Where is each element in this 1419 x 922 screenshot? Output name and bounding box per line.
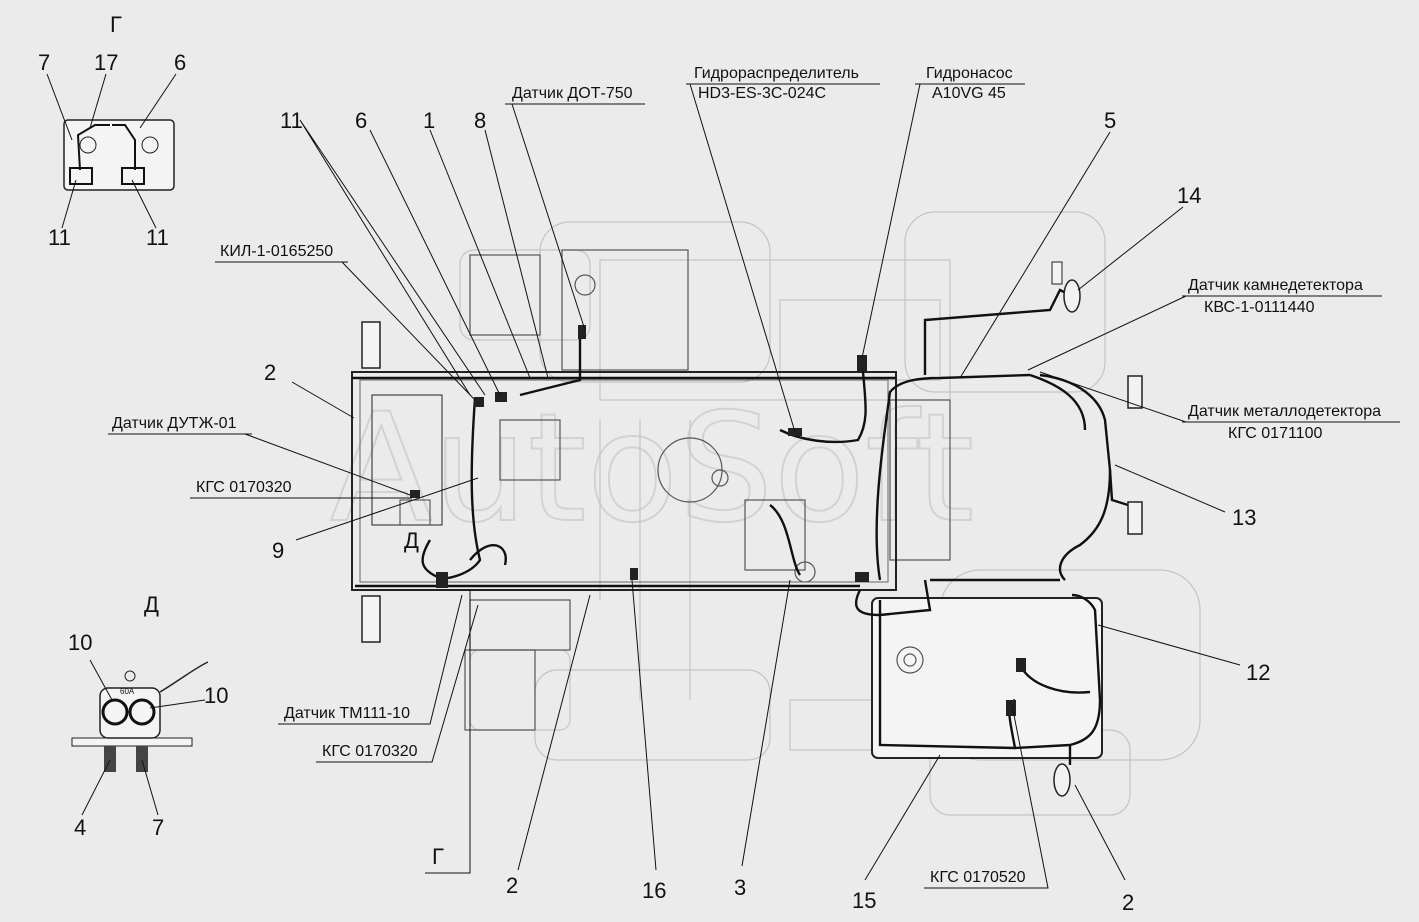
label-hydro-pump-code: A10VG 45 bbox=[932, 85, 1006, 102]
label-hydro-pump: Гидронасос bbox=[926, 65, 1013, 82]
d-label-10b: 10 bbox=[204, 683, 228, 708]
label-kgs-0170520: КГС 0170520 bbox=[930, 869, 1026, 886]
d-label-10a: 10 bbox=[68, 630, 92, 655]
label-metal-detector: Датчик металлодетектора bbox=[1188, 403, 1381, 420]
view-d-title: Д bbox=[144, 592, 159, 617]
watermark: AutoSoft bbox=[330, 382, 974, 556]
label-metal-detector-code: КГС 0171100 bbox=[1228, 425, 1322, 442]
label-kgs-0170320-b: КГС 0170320 bbox=[322, 743, 418, 760]
callout-9: 9 bbox=[272, 538, 284, 563]
callout-8: 8 bbox=[474, 108, 486, 133]
callout-6: 6 bbox=[355, 108, 367, 133]
callout-12: 12 bbox=[1246, 660, 1270, 685]
label-hydro-dist-code: HD3-ES-3C-024C bbox=[698, 85, 826, 102]
detail-view-g: Г 7 17 6 11 11 bbox=[38, 12, 186, 250]
headlamp-14 bbox=[1051, 261, 1081, 313]
g-label-17: 17 bbox=[94, 50, 118, 75]
callout-2-right: 2 bbox=[1122, 890, 1134, 915]
hydraulic-tank-bottom bbox=[464, 599, 571, 731]
callout-2-left: 2 bbox=[264, 360, 276, 385]
callout-5: 5 bbox=[1104, 108, 1116, 133]
text-annotations: Датчик ДОТ-750 Гидрораспределитель HD3-E… bbox=[108, 65, 1400, 889]
label-tm111: Датчик ТМ111-10 bbox=[284, 705, 410, 722]
label-kil: КИЛ-1-0165250 bbox=[220, 243, 333, 260]
callout-2-bottom: 2 bbox=[506, 873, 518, 898]
callout-14: 14 bbox=[1177, 183, 1201, 208]
g-label-7: 7 bbox=[38, 50, 50, 75]
rear-lamps-13 bbox=[1127, 375, 1143, 535]
cab-floor bbox=[871, 597, 1103, 759]
fuse-rating: 60A bbox=[120, 687, 135, 696]
label-stone-detector-code: КВС-1-0111440 bbox=[1204, 299, 1315, 316]
callout-1: 1 bbox=[423, 108, 435, 133]
label-stone-detector: Датчик камнедетектора bbox=[1188, 277, 1363, 294]
callout-16: 16 bbox=[642, 878, 666, 903]
callout-3: 3 bbox=[734, 875, 746, 900]
g-label-6: 6 bbox=[174, 50, 186, 75]
fuel-tank-top bbox=[469, 249, 689, 371]
g-label-11a: 11 bbox=[48, 225, 71, 250]
d-label-7: 7 bbox=[152, 815, 164, 840]
marker-d: Д bbox=[404, 528, 419, 553]
d-label-4: 4 bbox=[74, 815, 86, 840]
callout-13: 13 bbox=[1232, 505, 1256, 530]
engine-block bbox=[499, 399, 951, 583]
detail-view-d: Д 60A 10 10 4 7 bbox=[68, 592, 228, 840]
callout-11: 11 bbox=[280, 108, 303, 133]
label-dutzh: Датчик ДУТЖ-01 bbox=[112, 415, 237, 432]
callouts: 11 6 1 8 5 14 13 12 2 9 2 16 3 15 2 Г Д bbox=[264, 108, 1270, 915]
main-frame bbox=[351, 321, 897, 643]
callout-g: Г bbox=[432, 844, 444, 869]
view-g-title: Г bbox=[110, 12, 122, 37]
label-hydro-dist: Гидрораспределитель bbox=[694, 65, 859, 82]
label-kgs-0170320-a: КГС 0170320 bbox=[196, 479, 292, 496]
cab-lamp-2 bbox=[1053, 763, 1071, 797]
label-dot750: Датчик ДОТ-750 bbox=[512, 85, 633, 102]
callout-15: 15 bbox=[852, 888, 876, 913]
g-label-11b: 11 bbox=[146, 225, 169, 250]
